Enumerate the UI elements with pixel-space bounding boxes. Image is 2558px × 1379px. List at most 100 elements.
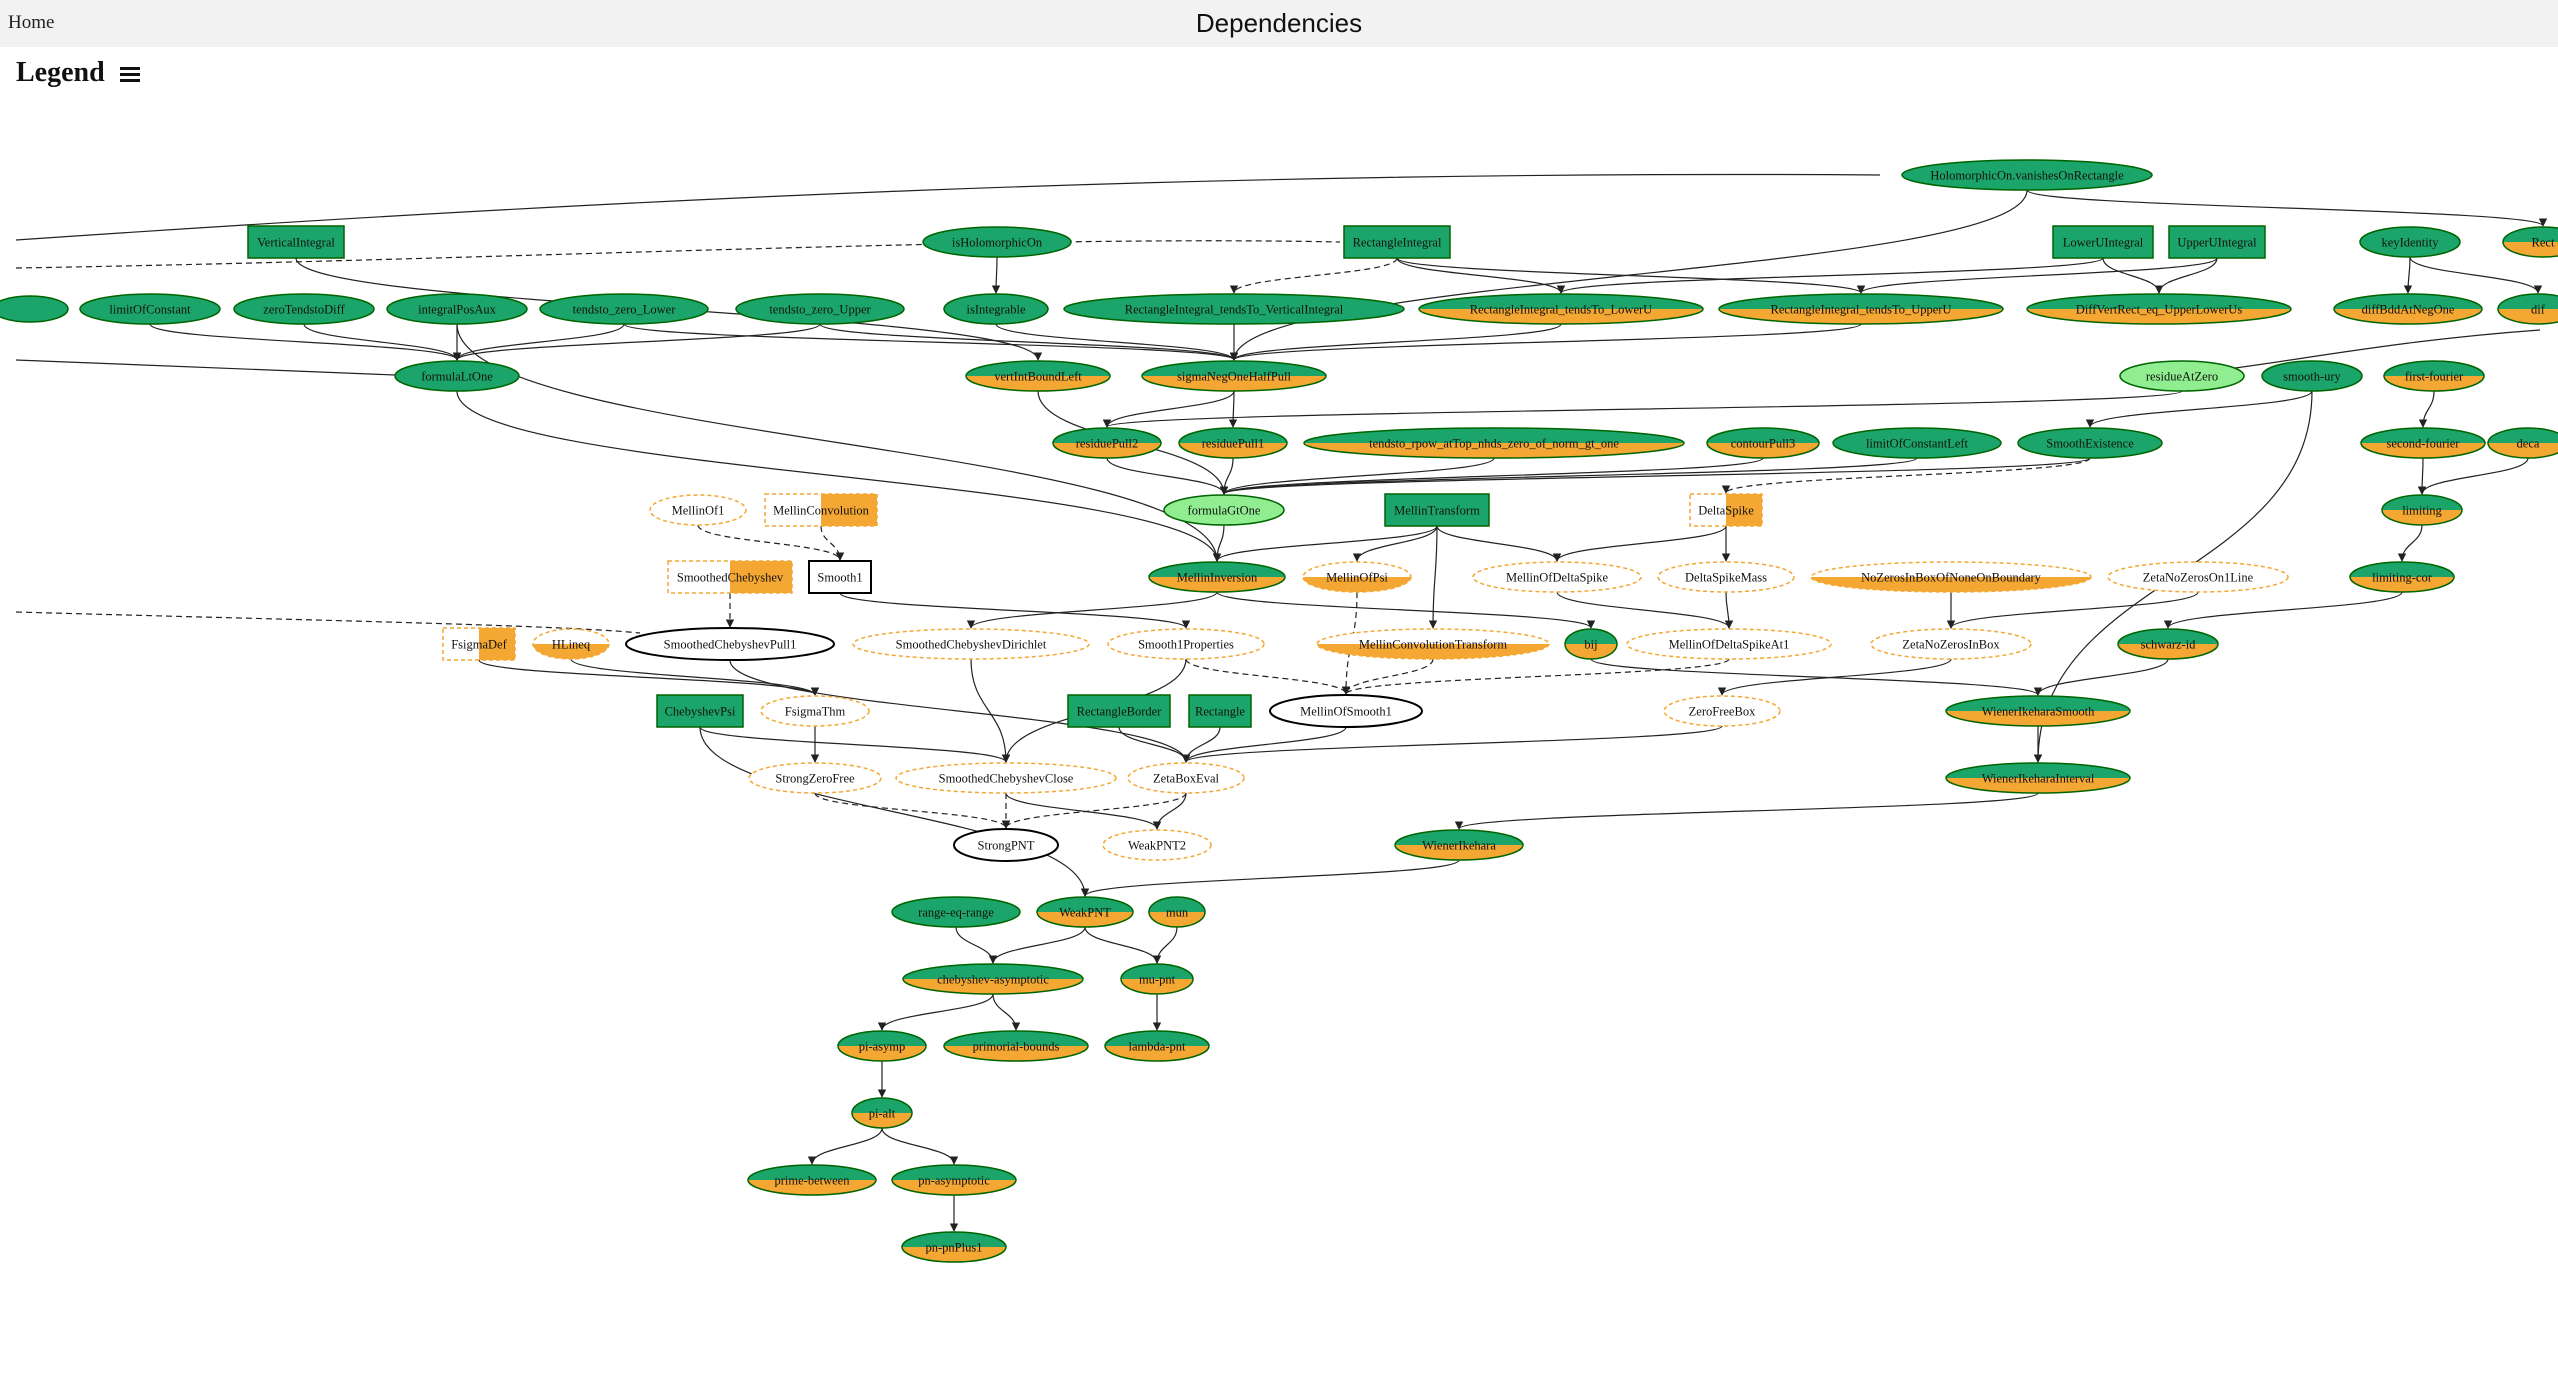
node-pias[interactable]: pi-asymp <box>837 1030 927 1062</box>
node-ztd[interactable]: zeroTendstoDiff <box>233 293 375 325</box>
node-fgt1[interactable]: formulaGtOne <box>1163 494 1285 526</box>
node-minv[interactable]: MellinInversion <box>1148 561 1286 593</box>
node-wii[interactable]: WienerIkeharaInterval <box>1945 762 2131 794</box>
node-ritu[interactable]: RectangleIntegral_tendsTo_UpperU <box>1718 293 2004 325</box>
node-ritl[interactable]: RectangleIntegral_tendsTo_LowerU <box>1418 293 1704 325</box>
node-cha[interactable]: chebyshev-asymptotic <box>902 963 1084 995</box>
node-bij[interactable]: bij <box>1564 628 1618 660</box>
node-raz[interactable]: residueAtZero <box>2119 360 2245 392</box>
node-znb[interactable]: ZetaNoZerosInBox <box>1870 628 2032 660</box>
node-rect[interactable]: Rectangle <box>1188 694 1252 728</box>
node-moda[interactable]: MellinOfDeltaSpikeAt1 <box>1626 628 1832 660</box>
node-spnt[interactable]: StrongPNT <box>953 828 1059 862</box>
node-smex[interactable]: SmoothExistence <box>2017 427 2163 459</box>
home-link[interactable]: Home <box>8 12 55 33</box>
node-wpnt[interactable]: WeakPNT <box>1036 896 1134 928</box>
node-shape <box>2017 427 2163 459</box>
node-shape <box>1394 829 1524 861</box>
node-prb[interactable]: primorial-bounds <box>943 1030 1089 1062</box>
edge-n_zfb-to-n_zbe <box>1182 725 1723 763</box>
node-pnas[interactable]: pn-asymptotic <box>891 1164 1017 1196</box>
node-hvr[interactable]: HolomorphicOn.vanishesOnRectangle <box>1901 159 2153 191</box>
node-ritv[interactable]: RectangleIntegral_tendsTo_VerticalIntegr… <box>1063 293 1405 325</box>
node-mtr[interactable]: MellinTransform <box>1384 493 1490 527</box>
node-isint[interactable]: isIntegrable <box>943 293 1049 325</box>
node-lpnt[interactable]: lambda-pnt <box>1104 1030 1210 1062</box>
node-fst[interactable]: FsigmaThm <box>760 695 870 727</box>
node-ri[interactable]: RectangleIntegral <box>1343 225 1451 259</box>
node-cp3[interactable]: contourPull3 <box>1706 427 1820 459</box>
node-rer[interactable]: range-eq-range <box>891 896 1021 928</box>
node-lui[interactable]: LowerUIntegral <box>2052 225 2154 259</box>
node-locl[interactable]: limitOfConstantLeft <box>1832 427 2002 459</box>
node-sm1[interactable]: Smooth1 <box>808 560 872 594</box>
node-fsd[interactable]: FsigmaDef <box>442 627 516 661</box>
node-dsm[interactable]: DeltaSpikeMass <box>1657 561 1795 593</box>
node-lim[interactable]: limiting <box>2381 494 2463 526</box>
node-mods[interactable]: MellinOfDeltaSpike <box>1472 561 1642 593</box>
node-dvr[interactable]: DiffVertRect_eq_UpperLowerUs <box>2026 293 2292 325</box>
node-zbe[interactable]: ZetaBoxEval <box>1127 762 1245 794</box>
node-mun[interactable]: mun <box>1148 896 1206 928</box>
node-pialt[interactable]: pi-alt <box>851 1097 913 1129</box>
node-label: WeakPNT <box>1059 906 1111 920</box>
node-scp1[interactable]: SmoothedChebyshevPull1 <box>625 627 835 661</box>
node-uui[interactable]: UpperUIntegral <box>2168 225 2266 259</box>
node-mconv[interactable]: MellinConvolution <box>764 493 878 527</box>
node-pnp1[interactable]: pn-pnPlus1 <box>901 1231 1007 1263</box>
node-deca[interactable]: deca <box>2487 427 2558 459</box>
node-hl[interactable]: HLineq <box>532 628 610 660</box>
node-rp2[interactable]: residuePull2 <box>1052 427 1162 459</box>
node-scc[interactable]: SmoothedChebyshevClose <box>895 762 1117 794</box>
node-mct[interactable]: MellinConvolutionTransform <box>1316 628 1550 660</box>
node-mof1[interactable]: MellinOf1 <box>649 494 747 526</box>
node-dif_r[interactable]: dif <box>2497 293 2558 325</box>
node-sf[interactable]: second-fourier <box>2360 427 2486 459</box>
node-wpnt2[interactable]: WeakPNT2 <box>1102 829 1212 861</box>
node-vibl[interactable]: vertIntBoundLeft <box>965 360 1111 392</box>
node-zn1[interactable]: ZetaNoZerosOn1Line <box>2107 561 2289 593</box>
node-kid[interactable]: keyIdentity <box>2359 226 2461 258</box>
node-flt1[interactable]: formulaLtOne <box>394 360 520 392</box>
node-ff[interactable]: first-fourier <box>2383 360 2485 392</box>
node-zfb[interactable]: ZeroFreeBox <box>1663 695 1781 727</box>
node-shape <box>0 295 69 323</box>
node-mopsi[interactable]: MellinOfPsi <box>1302 561 1412 593</box>
node-wi[interactable]: WienerIkehara <box>1394 829 1524 861</box>
node-snohp[interactable]: sigmaNegOneHalfPull <box>1141 360 1327 392</box>
node-rp1[interactable]: residuePull1 <box>1178 427 1288 459</box>
node-szf[interactable]: StrongZeroFree <box>748 762 882 794</box>
node-label: Rect <box>2532 236 2555 250</box>
node-isho[interactable]: isHolomorphicOn <box>922 226 1072 258</box>
node-shape <box>1564 628 1618 660</box>
node-shape <box>1832 427 2002 459</box>
node-label: ZetaNoZerosOn1Line <box>2143 571 2254 585</box>
node-ipa[interactable]: integralPosAux <box>386 293 528 325</box>
node-limcor[interactable]: limiting-cor <box>2349 561 2455 593</box>
node-scd[interactable]: SmoothedChebyshevDirichlet <box>852 628 1090 660</box>
node-rect_r[interactable]: Rect <box>2502 226 2558 258</box>
node-chpsi[interactable]: ChebyshevPsi <box>656 694 744 728</box>
node-dbdd[interactable]: diffBddAtNegOne <box>2333 293 2483 325</box>
node-s1p[interactable]: Smooth1Properties <box>1107 628 1265 660</box>
node-vi[interactable]: VerticalIntegral <box>247 225 345 259</box>
node-mos1[interactable]: MellinOfSmooth1 <box>1269 694 1423 728</box>
node-label: MellinInversion <box>1177 571 1258 585</box>
legend-toggle[interactable]: Legend <box>16 57 140 89</box>
node-tcr[interactable]: tendsto_rpow_atTop_nhds_zero_of_norm_gt_… <box>1303 427 1685 459</box>
node-mupnt[interactable]: mu-pnt <box>1120 963 1194 995</box>
node-pbt[interactable]: prime-between <box>747 1164 877 1196</box>
node-tzu[interactable]: tendsto_zero_Upper <box>735 293 905 325</box>
node-schb[interactable]: SmoothedChebyshev <box>667 560 793 594</box>
node-left0[interactable] <box>0 295 69 323</box>
node-rbord[interactable]: RectangleBorder <box>1067 694 1171 728</box>
node-tzl[interactable]: tendsto_zero_Lower <box>539 293 709 325</box>
node-loc[interactable]: limitOfConstant <box>79 293 221 325</box>
node-dspk[interactable]: DeltaSpike <box>1689 493 1763 527</box>
node-schw[interactable]: schwarz-id <box>2117 628 2219 660</box>
edge-n_sf-to-n_lim <box>2417 457 2427 495</box>
node-sury[interactable]: smooth-ury <box>2261 360 2363 392</box>
node-nzb[interactable]: NoZerosInBoxOfNoneOnBoundary <box>1810 561 2092 593</box>
node-wis[interactable]: WienerIkeharaSmooth <box>1945 695 2131 727</box>
